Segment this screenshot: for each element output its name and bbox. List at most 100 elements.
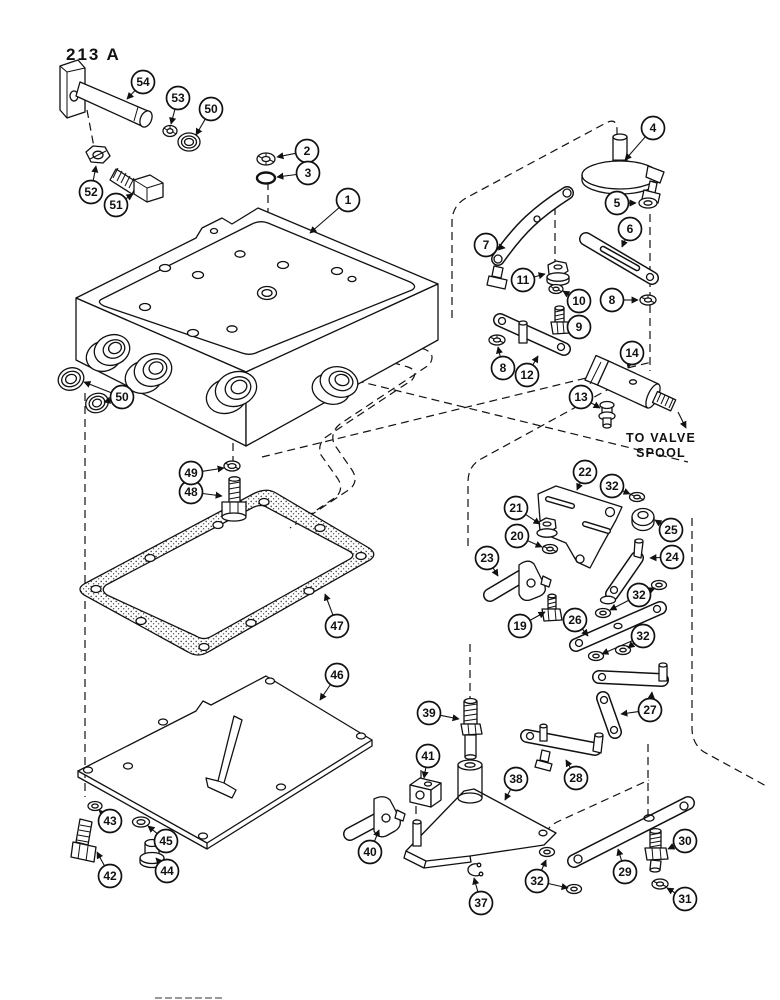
callout-leader-line [622,488,631,495]
callout-leader-line [126,90,136,100]
callout-leader-line [576,482,583,491]
lock-washer-part32-d [538,846,583,895]
callout-8: 8 [599,287,639,313]
nut-part10 [548,283,564,295]
callout-number: 49 [184,466,198,480]
callout-leader-line [440,714,460,722]
callout-1: 1 [309,187,361,234]
callout-5: 5 [604,190,637,216]
callout-circle [626,582,652,608]
control-lever-part7 [486,186,574,290]
callout-number: 4 [650,121,657,135]
callout-leader-line [83,381,112,394]
callout-circle [198,96,224,122]
callout-leader-line [147,825,158,835]
cover-boss [311,366,359,405]
callout-41: 41 [415,743,441,779]
callout-circle [97,863,123,889]
callout-50: 50 [195,96,224,136]
callout-leader-line [616,848,624,862]
callout-14: 14 [619,340,645,369]
callout-circle [109,384,135,410]
callout-circle [617,216,643,242]
cover-boss [205,370,258,415]
callout-number: 52 [84,185,98,199]
callout-6: 6 [617,216,643,248]
callout-number: 23 [480,551,494,565]
callout-leader-line [548,882,569,891]
callout-circle [568,384,594,410]
callout-53: 53 [165,85,191,125]
callout-10: 10 [562,288,592,314]
callout-leader-line [96,851,105,867]
callout-number: 1 [345,193,352,207]
callout-number: 2 [304,144,311,158]
callout-32: 32 [609,582,656,611]
callout-number: 32 [632,588,646,602]
clevis-pin-part40 [343,796,406,841]
cover-plate-part46 [77,675,373,850]
callout-leader-line [649,554,661,562]
callout-leader-line [472,877,480,893]
callout-circle [503,495,529,521]
callout-circle [103,192,129,218]
callout-leader-line [169,108,177,125]
callout-leader-line [276,172,297,180]
callout-leader-line [309,207,340,234]
callout-circle [630,623,656,649]
callout-circle [637,697,663,723]
callout-number: 19 [513,619,527,633]
callout-number: 44 [160,864,174,878]
callout-number: 3 [305,166,312,180]
callout-circle [599,473,625,499]
callout-number: 51 [109,198,123,212]
callout-number: 50 [204,102,218,116]
figure-id-label: 213 A [66,45,121,64]
callout-leader-line [527,540,543,548]
callout-number: 21 [509,501,523,515]
callout-leader-line [91,165,99,181]
long-link-part29 [567,796,695,868]
callout-leader-line [647,691,655,699]
callout-50: 50 [83,381,135,410]
clevis-pin-part23 [483,560,552,602]
callout-27: 27 [620,691,663,723]
callout-leader-line [590,401,601,409]
callout-circle [130,69,156,95]
callout-number: 13 [574,390,588,404]
callout-leader-line [540,859,547,871]
callout-9: 9 [566,314,592,340]
trunnion-part14 [584,354,687,429]
lock-washer-part8-left [488,334,506,346]
callout-circle [524,868,550,894]
callout-number: 14 [625,346,639,360]
callout-leader-line [319,684,331,701]
lock-washer-part32-a [628,491,646,503]
callout-number: 48 [184,485,198,499]
pivot-link-part12 [493,313,571,356]
callout-circle [474,545,500,571]
callout-leader-line [125,193,134,201]
callout-19: 19 [507,611,546,639]
callout-11: 11 [510,267,546,293]
callout-leader-line [654,519,663,527]
callout-23: 23 [474,545,500,577]
callout-circle [510,267,536,293]
callout-number: 29 [618,865,632,879]
callout-49: 49 [178,460,225,486]
callout-number: 12 [520,368,534,382]
washer-part49 [223,460,241,472]
callout-number: 27 [643,703,657,717]
callout-leader-line [624,136,646,161]
callout-number: 32 [530,874,544,888]
callout-number: 9 [576,320,583,334]
callout-circle [335,187,361,213]
callout-circle [504,523,530,549]
callout-circle [619,340,645,366]
callout-number: 50 [115,390,129,404]
lock-washer-part32-b [594,579,668,619]
plate-angle-bracket [205,715,243,799]
callout-31: 31 [666,886,698,912]
callout-number: 30 [678,834,692,848]
